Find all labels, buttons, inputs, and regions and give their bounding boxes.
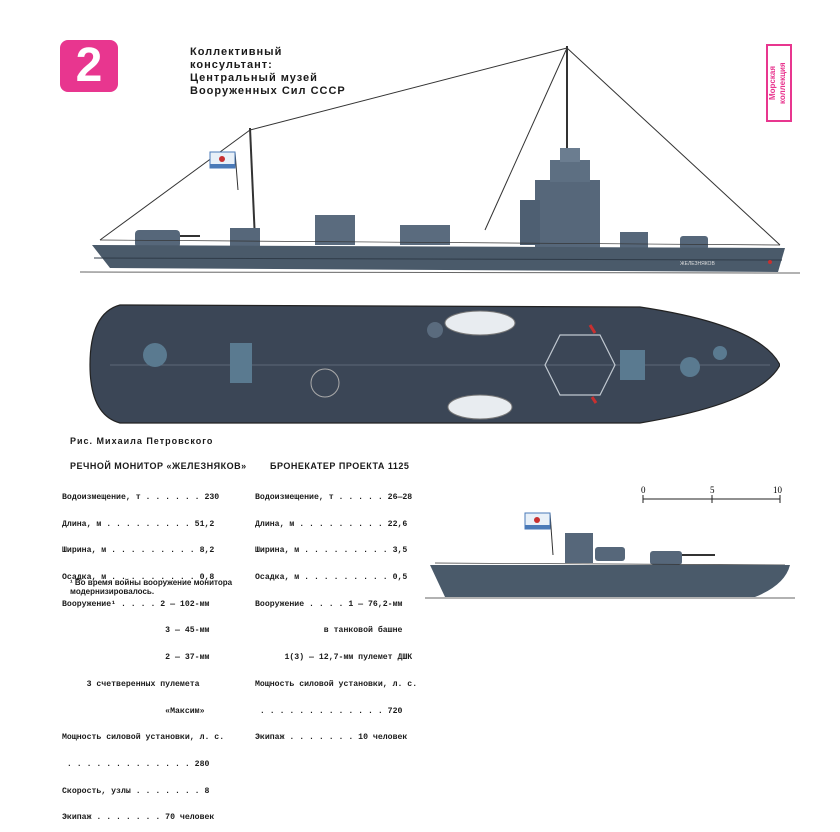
- spec-line: в танковой башне: [255, 626, 403, 636]
- spec-line: Скорость, узлы . . . . . . . 8: [62, 786, 210, 796]
- boat-hull: [430, 565, 790, 597]
- lifeboat: [447, 394, 513, 420]
- armored-boat-side-view: [425, 512, 795, 599]
- consultant-line-4: Вооруженных Сил СССР: [190, 85, 346, 97]
- spec-line: Мощность силовой установки, л. с.: [255, 679, 418, 689]
- footnote: ¹ Во время войны вооружение монитора мод…: [70, 578, 233, 596]
- scale-bar: 0 5 10: [641, 485, 783, 503]
- consultant-line-2: консультант:: [190, 59, 273, 71]
- boat-specs: Водоизмещение, т . . . . . 26—28 Длина, …: [255, 476, 417, 752]
- monitor-side-view: ЖЕЛЕЗНЯКОВ: [80, 46, 800, 274]
- spec-line: 2 — 37-мм: [62, 653, 210, 663]
- conning-tower: [565, 533, 593, 563]
- spec-line: Вооружение¹ . . . . 2 — 102-мм: [62, 599, 210, 609]
- tank-turret: [650, 551, 682, 565]
- monitor-top-view: [89, 304, 780, 424]
- scale-label-0: 0: [641, 485, 646, 495]
- spec-line: Экипаж . . . . . . . 10 человек: [255, 733, 408, 743]
- spec-line: Осадка, м . . . . . . . . . 0,8: [62, 572, 215, 582]
- deck-outline: [89, 304, 780, 424]
- spec-line: Ширина, м . . . . . . . . . 8,2: [62, 546, 215, 556]
- monitor-title: РЕЧНОЙ МОНИТОР «ЖЕЛЕЗНЯКОВ»: [70, 461, 247, 471]
- spec-line: Ширина, м . . . . . . . . . 3,5: [255, 546, 408, 556]
- spec-line: 3 — 45-мм: [62, 626, 210, 636]
- page-number-badge: 2: [60, 40, 118, 92]
- scale-label-10: 10: [773, 485, 783, 495]
- spec-line: «Максим»: [62, 706, 205, 716]
- naval-flag-icon: [209, 151, 239, 191]
- spec-line: Осадка, м . . . . . . . . . 0,5: [255, 572, 408, 582]
- spec-line: Длина, м . . . . . . . . . 22,6: [255, 519, 408, 529]
- bridge-deck: [544, 334, 616, 396]
- gun-turret: [143, 343, 167, 367]
- spec-line: Экипаж . . . . . . . 70 человек: [62, 813, 215, 823]
- spec-line: 1(3) — 12,7-мм пулемет ДШК: [255, 653, 413, 663]
- hull-name: ЖЕЛЕЗНЯКОВ: [680, 261, 715, 267]
- spec-line: . . . . . . . . . . . . . 280: [62, 760, 210, 769]
- naval-flag-icon: [524, 512, 554, 556]
- spec-line: Водоизмещение, т . . . . . 26—28: [255, 492, 413, 502]
- scale-label-5: 5: [710, 485, 715, 495]
- spec-line: Вооружение . . . . 1 — 76,2-мм: [255, 599, 403, 609]
- lifeboat: [444, 310, 516, 336]
- boat-title: БРОНЕКАТЕР ПРОЕКТА 1125: [270, 461, 410, 471]
- monitor-hull: [92, 245, 785, 272]
- spec-line: 3 счетверенных пулемета: [62, 679, 200, 689]
- spec-line: . . . . . . . . . . . . . 720: [255, 706, 403, 716]
- spec-line: Водоизмещение, т . . . . . . 230: [62, 492, 220, 502]
- illustration-credit: Рис. Михаила Петровского: [70, 436, 214, 446]
- consultant-line-3: Центральный музей: [190, 72, 318, 84]
- consultant-line-1: Коллективный: [190, 46, 283, 58]
- conning-tower: [535, 180, 600, 250]
- spec-line: Длина, м . . . . . . . . . 51,2: [62, 519, 215, 529]
- monitor-specs: Водоизмещение, т . . . . . . 230 Длина, …: [62, 476, 224, 832]
- spec-line: Мощность силовой установки, л. с.: [62, 733, 225, 743]
- consultant-credit: Коллективный консультант: Центральный му…: [190, 46, 346, 98]
